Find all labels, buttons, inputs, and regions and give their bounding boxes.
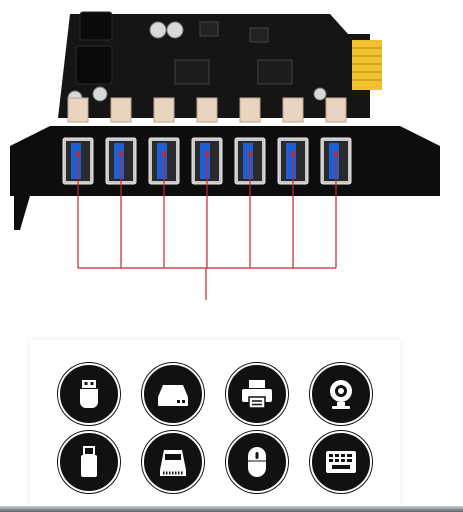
connector-lines bbox=[77, 154, 337, 300]
card-reader-icon bbox=[142, 431, 204, 493]
mouse-icon bbox=[226, 431, 288, 493]
usb-flash-drive-icon bbox=[58, 363, 120, 425]
inductor bbox=[325, 97, 347, 123]
webcam-icon bbox=[310, 363, 372, 425]
device-icon-panel bbox=[30, 340, 400, 508]
inductor bbox=[110, 97, 132, 123]
printer-icon bbox=[226, 363, 288, 425]
inductor bbox=[282, 97, 304, 123]
pcb-board bbox=[58, 14, 370, 118]
inductor bbox=[153, 97, 175, 123]
inductor bbox=[196, 97, 218, 123]
inductor-row bbox=[67, 97, 347, 123]
controller-chip bbox=[174, 59, 210, 85]
power-connector bbox=[79, 11, 113, 41]
external-hard-drive-icon bbox=[142, 363, 204, 425]
usb-stick-icon bbox=[58, 431, 120, 493]
usb-pcie-card-photo bbox=[10, 11, 440, 300]
power-connector bbox=[75, 45, 113, 85]
controller-chip bbox=[257, 59, 293, 85]
inductor bbox=[67, 97, 89, 123]
keyboard-icon bbox=[310, 431, 372, 493]
bottom-edge-strip bbox=[0, 506, 463, 512]
small-chip bbox=[199, 21, 219, 37]
capacitors bbox=[67, 21, 327, 106]
inductor bbox=[239, 97, 261, 123]
small-chip bbox=[249, 27, 269, 43]
